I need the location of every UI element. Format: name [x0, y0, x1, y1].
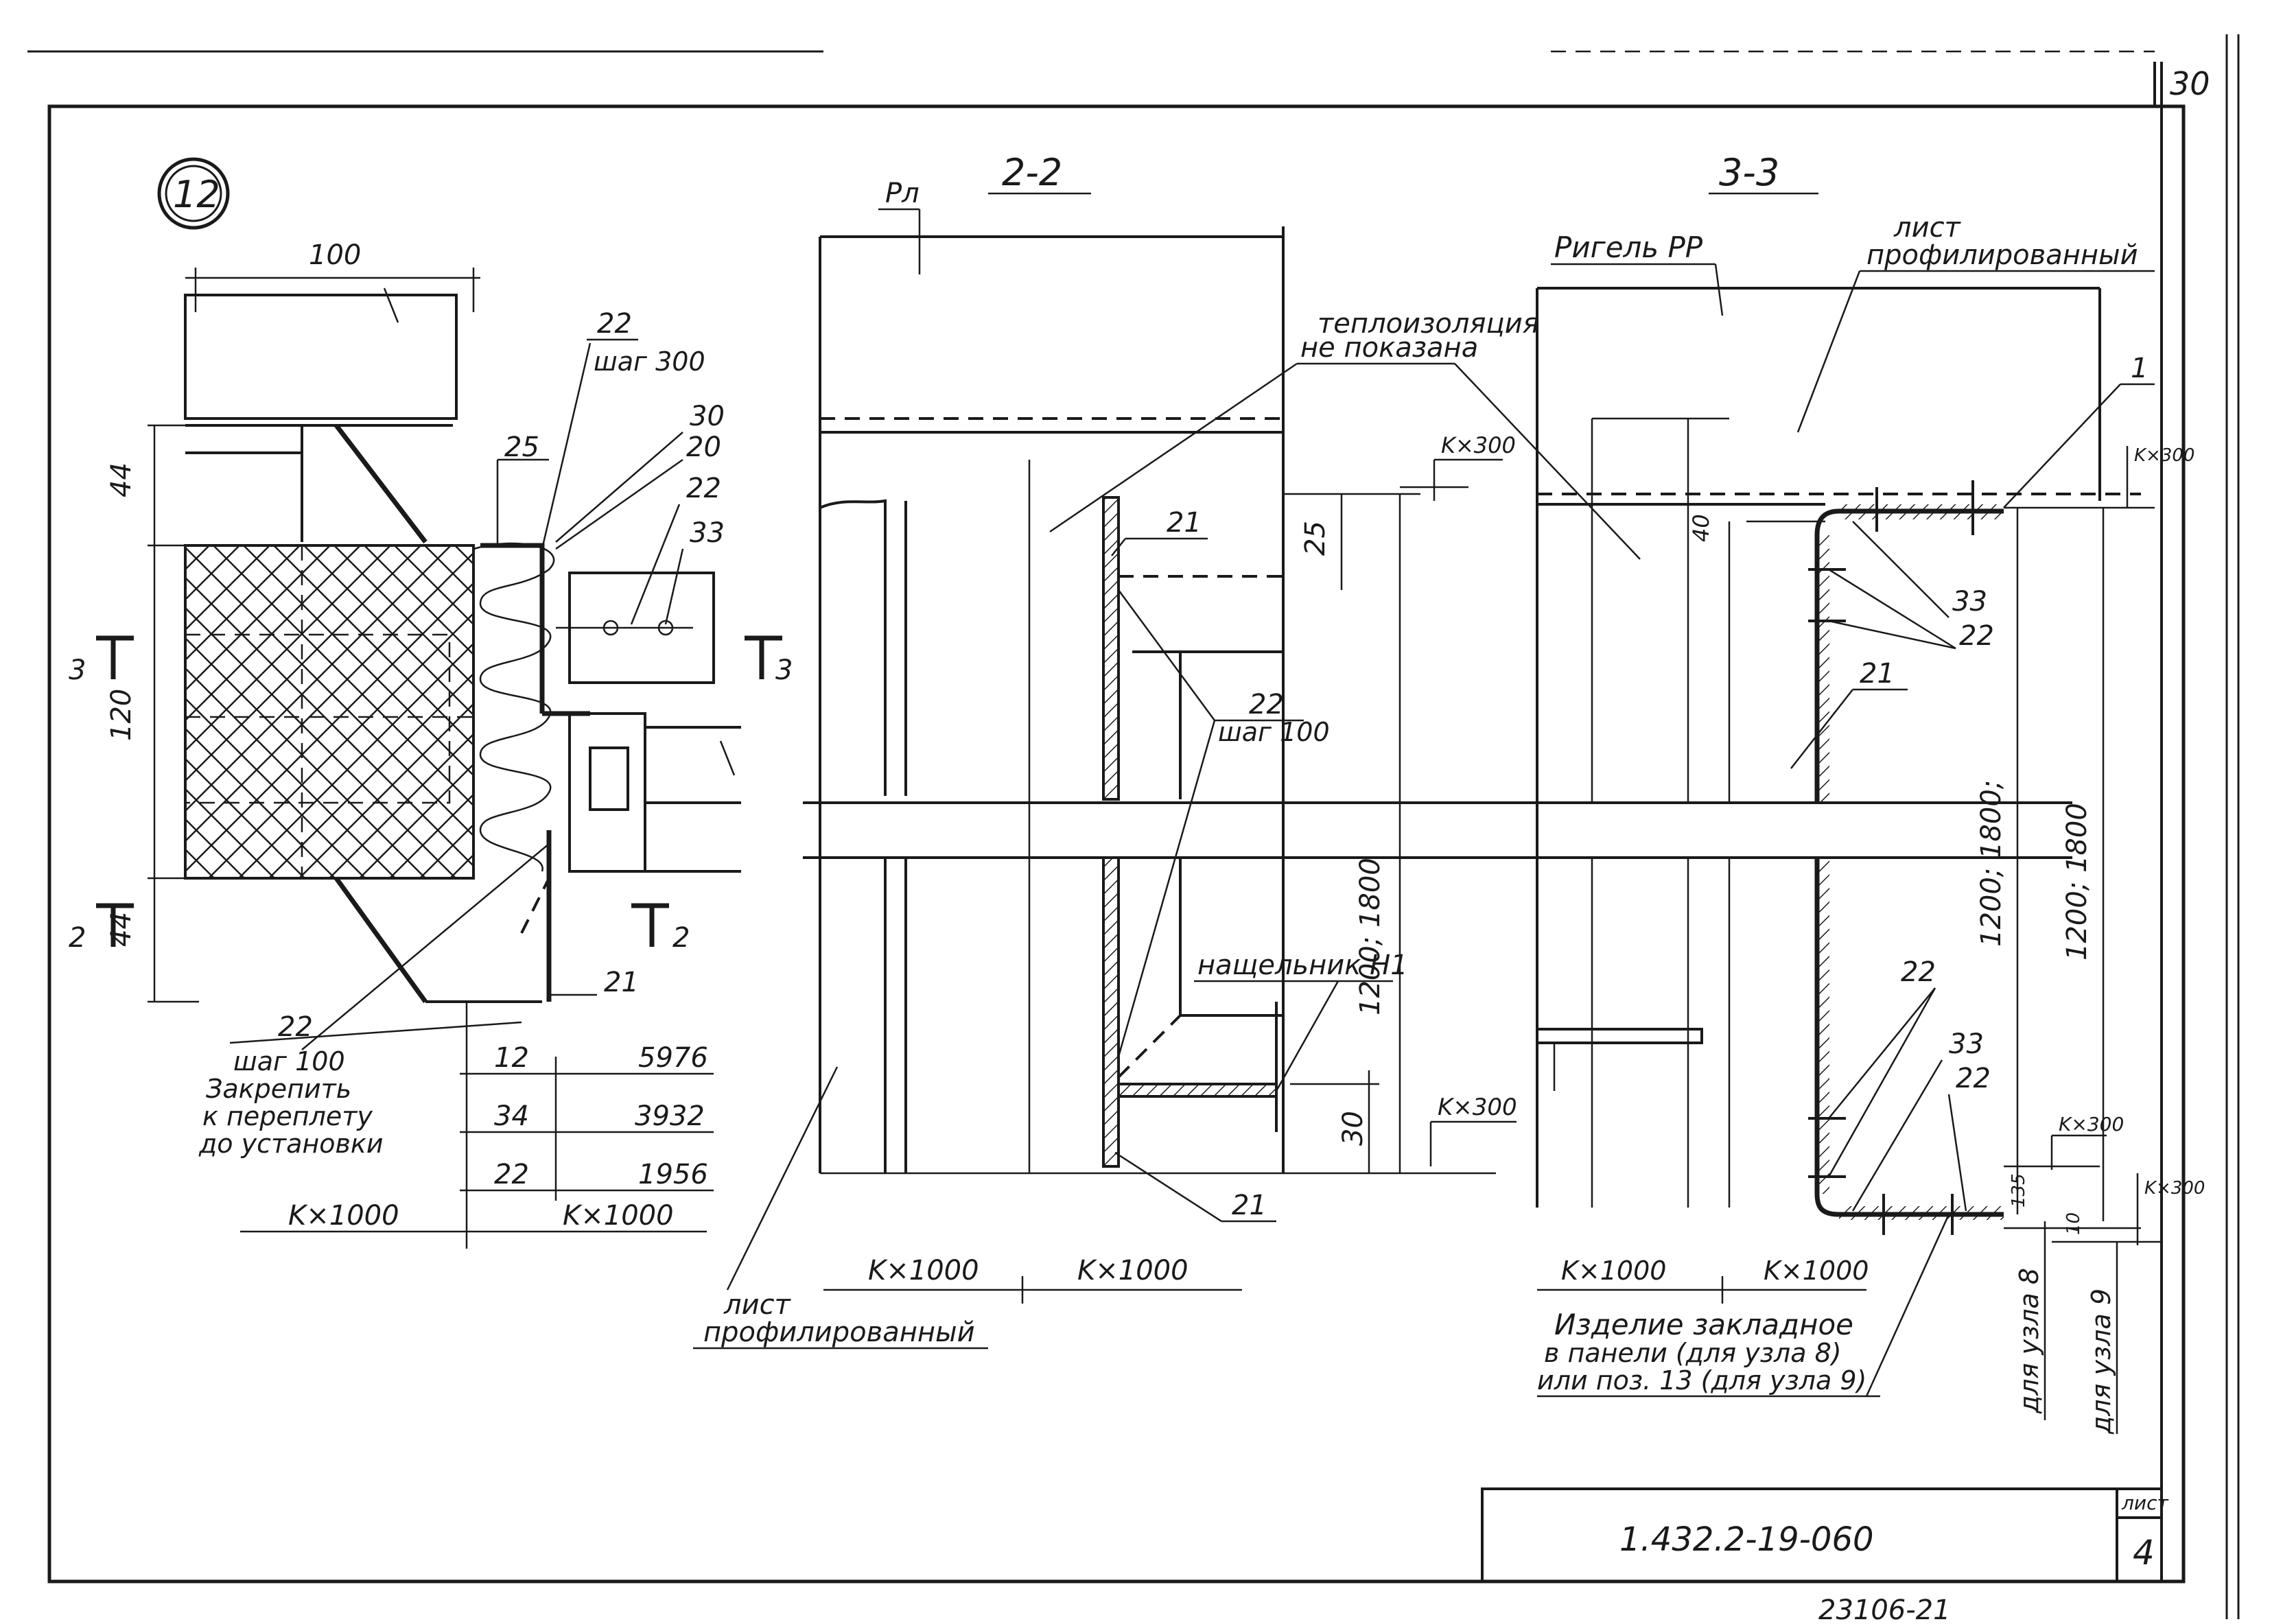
table-r1-b: 5976	[638, 1042, 708, 1074]
callout-22-bottom-r: 22	[1901, 956, 1936, 988]
callout-22-mid: 22	[1249, 689, 1284, 720]
detail-12: 12 100 44 120 44	[69, 157, 793, 1249]
table-r3-b: 1956	[638, 1159, 708, 1190]
dim-kx300-bottom: K×300	[1438, 1094, 1517, 1121]
section-2-2: 2-2 Рл теплоизоляция	[693, 151, 1641, 1350]
page-number-box: 30	[2153, 62, 2210, 106]
callout-33: 33	[690, 517, 725, 549]
sheet-label: лист	[2121, 1492, 2168, 1514]
section-mark-3-right: 3	[775, 655, 793, 686]
title-block: 1.432.2-19-060 лист 4 23106-21	[1481, 1487, 2168, 1624]
embed-note-2: в панели (для узла 8)	[1544, 1338, 1842, 1368]
for-node-8: для узла 8	[2014, 1268, 2044, 1414]
callout-33-top: 33	[1952, 586, 1987, 617]
section-mark-2-left: 2	[69, 922, 86, 954]
dim-k1000-right: K×1000	[563, 1200, 674, 1232]
dim-40: 40	[1688, 514, 1714, 542]
callout-1: 1	[2131, 353, 2148, 384]
callout-30: 30	[690, 401, 725, 432]
dim-25: 25	[1300, 521, 1331, 556]
sheet-label-3-2: профилированный	[1866, 239, 2138, 271]
label-rigel: Ригель РР	[1554, 231, 1703, 264]
callout-22-bottom: 22	[1956, 1063, 1991, 1094]
callout-21: 21	[604, 967, 639, 998]
flashing-label: нащельник Н1	[1197, 950, 1408, 981]
dim-vertical: 1200; 1800	[1355, 858, 1386, 1015]
dim-30: 30	[1337, 1111, 1369, 1146]
sheet-label-3-1: лист	[1893, 212, 1962, 244]
sheet-label-1: лист	[723, 1289, 792, 1321]
dim-kx300-a: K×300	[2059, 1113, 2124, 1135]
note-line-3: к переплету	[202, 1101, 373, 1131]
table-r3-a: 22	[494, 1159, 529, 1190]
dim-kx300-top-r: K×300	[2134, 445, 2194, 466]
dim-vertical-2: 1200; 1800	[2061, 803, 2093, 961]
embed-note-1: Изделие закладное	[1554, 1308, 1853, 1341]
note-line-2: Закрепить	[206, 1074, 351, 1104]
page-number: 30	[2170, 65, 2210, 102]
sheet-frame	[27, 34, 2240, 1619]
section-3-3: 3-3 Ригель РР лист профилированный	[1530, 151, 2205, 1435]
section-3-3-title: 3-3	[1719, 151, 1779, 194]
dim-kx300-b: K×300	[2144, 1178, 2205, 1199]
dim-k1000-right-3: K×1000	[1764, 1256, 1869, 1286]
table-r2-b: 3932	[635, 1101, 705, 1132]
note-line-4: до установки	[198, 1129, 384, 1159]
archive-number: 23106-21	[1818, 1594, 1951, 1624]
note-line-1: шаг 100	[233, 1046, 345, 1076]
dim-44-lower: 44	[106, 912, 137, 947]
dim-100: 100	[309, 239, 361, 271]
callout-33-bottom: 33	[1949, 1028, 1984, 1060]
callout-step-100: шаг 100	[1218, 717, 1330, 747]
dim-k1000-left-2: K×1000	[868, 1255, 979, 1286]
for-node-9: для узла 9	[2086, 1288, 2116, 1435]
dim-k1000-left-3: K×1000	[1561, 1256, 1666, 1286]
insulation-note-1: теплоизоляция	[1318, 308, 1539, 340]
callout-21-bottom: 21	[1232, 1190, 1267, 1221]
dim-120: 120	[106, 689, 137, 741]
section-mark-3-left: 3	[69, 655, 86, 686]
dim-k1000-right-2: K×1000	[1077, 1255, 1189, 1286]
callout-22-top-r: 22	[1959, 620, 1994, 652]
dim-k1000-left: K×1000	[288, 1200, 399, 1232]
dim-vertical-1: 1200; 1800;	[1976, 780, 2007, 947]
embed-note-3: или поз. 13 (для узла 9)	[1537, 1365, 1866, 1396]
dim-10: 10	[2063, 1212, 2084, 1235]
sheet-label-2: профилированный	[703, 1317, 975, 1348]
designation-code: 1.432.2-19-060	[1619, 1520, 1874, 1559]
callout-21-r: 21	[1860, 658, 1895, 690]
callout-step-300: шаг 300	[594, 346, 705, 377]
node-number: 12	[173, 173, 220, 216]
callout-21-top: 21	[1167, 507, 1202, 539]
dim-44-upper: 44	[106, 462, 137, 497]
callout-22-right: 22	[686, 473, 721, 504]
callout-20: 20	[686, 432, 721, 463]
table-r1-a: 12	[494, 1042, 529, 1074]
insulation-note-2: не показана	[1300, 332, 1478, 364]
callout-22-top: 22	[597, 308, 632, 340]
dim-135: 135	[2009, 1173, 2029, 1208]
sheet-number: 4	[2133, 1533, 2155, 1573]
section-2-2-title: 2-2	[1002, 151, 1062, 194]
table-r2-a: 34	[494, 1101, 529, 1132]
section-mark-2-right: 2	[672, 922, 690, 954]
callout-25: 25	[504, 432, 539, 463]
dim-kx300-top: K×300	[1441, 432, 1516, 458]
label-pl: Рл	[885, 178, 920, 209]
